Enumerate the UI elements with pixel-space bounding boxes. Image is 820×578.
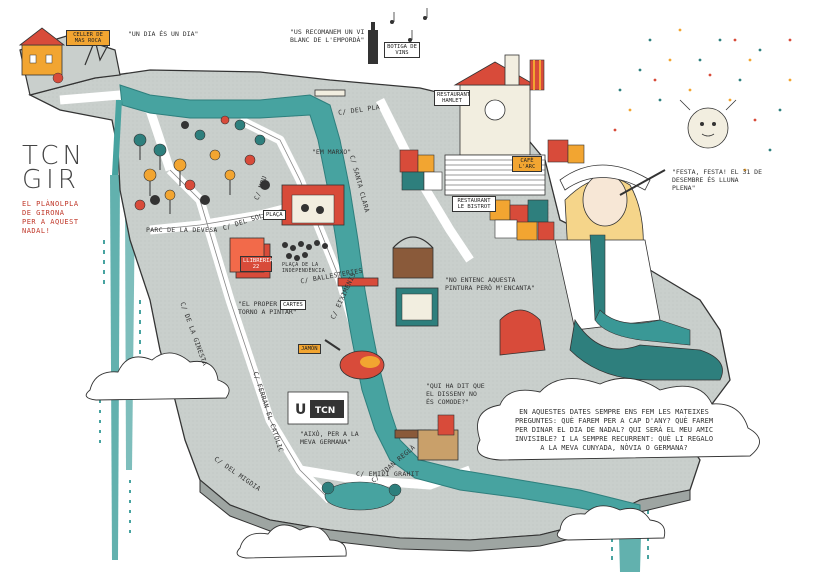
quote-em-marxo: "EM MARXO" bbox=[312, 148, 352, 156]
cloud-text: EN AQUESTES DATES SEMPRE ENS FEM LES MAT… bbox=[514, 408, 714, 452]
svg-text:TCN: TCN bbox=[315, 406, 335, 416]
botiga-sign: BOTIGA DE VINS bbox=[384, 42, 420, 58]
quote-no-entenc: "NO ENTENC AQUESTA PINTURA PERÒ M'ENCANT… bbox=[445, 276, 536, 292]
armchair bbox=[417, 414, 459, 461]
label-c-emili-grahit: C/ EMILI GRAHIT bbox=[356, 470, 420, 478]
quote-festa: "FESTA, FESTA! EL 31 DE DESEMBRE ÉS LLUN… bbox=[672, 168, 763, 192]
wine-bottle bbox=[368, 22, 378, 64]
cloud-bottom-right bbox=[556, 505, 666, 541]
cloud-bottom-left bbox=[236, 524, 347, 559]
map-subtitle: EL PLÀNOLPLA DE GIRONA PER A AQUEST NADA… bbox=[22, 200, 79, 236]
quote-proper-any: "EL PROPER ANY TORNO A PINTAR" bbox=[238, 300, 297, 316]
cloud-left bbox=[85, 352, 230, 401]
subtitle-line-1: EL PLÀNOLPLA bbox=[22, 200, 79, 208]
label-parc-devesa: PARC DE LA DEVESA bbox=[146, 226, 218, 234]
cafe-sign: CAFÈ L'ARC bbox=[512, 156, 542, 172]
label-placa-independencia: PLAÇA DE LA INDEPENDÈNCIA bbox=[282, 262, 326, 274]
painting bbox=[395, 287, 439, 327]
moon bbox=[679, 99, 737, 149]
jamon bbox=[324, 339, 385, 380]
u-tcn-store: U TCN bbox=[287, 391, 349, 425]
pond bbox=[321, 481, 402, 511]
title-line-1: TCN bbox=[22, 141, 86, 171]
svg-text:U: U bbox=[295, 402, 306, 418]
park-trees bbox=[133, 115, 270, 214]
title-line-2: GIR bbox=[22, 165, 80, 195]
mas-roca-building bbox=[18, 27, 109, 84]
quote-vi-blanc: "US RECOMANEM UN VI BLANC DE L'EMPORDÀ" bbox=[290, 28, 365, 44]
music-notes bbox=[390, 8, 428, 42]
girl-illustration bbox=[554, 164, 723, 381]
celler-sign: CELLER DE MAS ROCA bbox=[66, 30, 110, 46]
quote-germana: "AIXÒ, PER A LA MEVA GERMANA" bbox=[300, 430, 359, 446]
subtitle-line-3: PER A AQUEST bbox=[22, 218, 79, 226]
quote-un-dia: "UN DIA ÉS UN DIA" bbox=[128, 30, 199, 38]
gift-basket bbox=[392, 236, 434, 279]
river bbox=[119, 84, 641, 521]
plaça-sign: PLAÇA bbox=[263, 210, 286, 220]
confetti bbox=[613, 28, 792, 172]
backpack bbox=[499, 309, 546, 356]
cloud-right bbox=[477, 377, 760, 461]
cartes-sign: CARTES bbox=[280, 300, 306, 310]
restaurant-hamlet-sign: RESTAURANT HAMLET bbox=[434, 90, 470, 106]
theatre-stage bbox=[281, 184, 345, 226]
subtitle-line-2: DE GIRONA bbox=[22, 209, 65, 217]
subtitle-line-4: NADAL! bbox=[22, 227, 51, 235]
jamon-sign: JAMÓN bbox=[298, 344, 321, 354]
llibreria-sign: LLIBRERIA 22 bbox=[240, 256, 273, 272]
quote-qui-ha-dit: "QUI HA DIT QUE EL DISSENY NO ÉS COMODE?… bbox=[426, 382, 485, 406]
old-town-houses bbox=[399, 139, 585, 241]
crowd bbox=[282, 240, 328, 261]
map-title: TCN GIR bbox=[22, 141, 86, 195]
restaurant-bistrot-sign: RESTAURANT LE BISTROT bbox=[452, 196, 496, 212]
bookshop bbox=[229, 237, 271, 279]
cathedral bbox=[444, 54, 546, 196]
